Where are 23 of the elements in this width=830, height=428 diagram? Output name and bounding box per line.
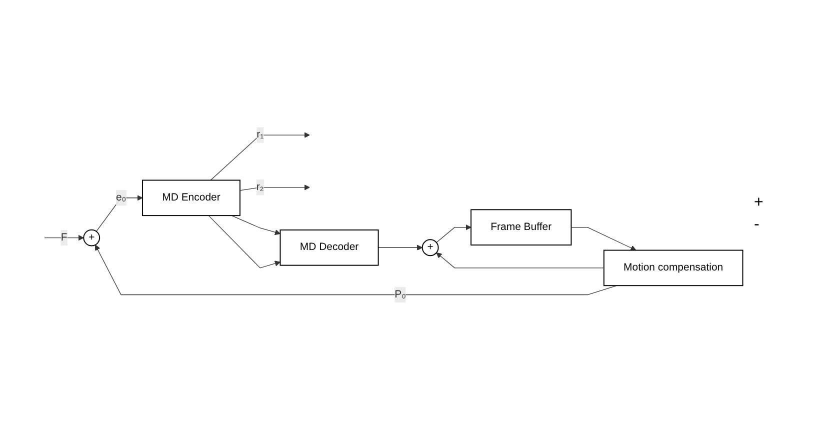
- arrow: [436, 252, 604, 268]
- arrow: [95, 244, 618, 296]
- node-box: MD Encoder: [142, 180, 240, 216]
- edge-label: F: [60, 232, 68, 244]
- edge-label: r₁: [256, 129, 264, 140]
- edge-label: e₀: [116, 192, 126, 204]
- arrow: [570, 227, 636, 251]
- arrow: [208, 215, 280, 268]
- edge-label: P₀: [394, 288, 406, 300]
- arrow: [436, 224, 472, 243]
- arrow: [231, 215, 280, 236]
- sign-label: -: [754, 216, 760, 234]
- node-circle: +: [422, 239, 439, 256]
- node-box: Motion compensation: [603, 250, 744, 286]
- node-box: MD Decoder: [280, 230, 379, 266]
- sign-label: +: [754, 194, 764, 212]
- arrow: [96, 195, 143, 232]
- node-circle: +: [83, 229, 100, 246]
- node-box: Frame Buffer: [470, 209, 572, 246]
- edge-label: r₂: [256, 182, 264, 193]
- arrow: [378, 244, 423, 251]
- arrow: [210, 132, 310, 181]
- arrow: [240, 184, 310, 191]
